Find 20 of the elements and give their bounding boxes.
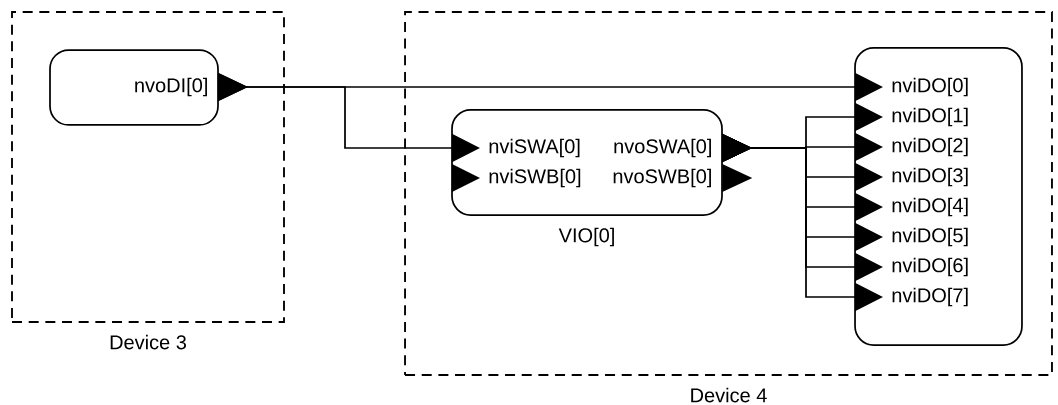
input-port: nviDO[4] <box>892 197 968 217</box>
input-port: nviDO[0] <box>892 77 968 97</box>
function-block <box>49 49 219 126</box>
node-label: Device 3 <box>110 334 186 350</box>
input-port: nviDO[2] <box>892 137 968 157</box>
node-label: nviSWB[0] <box>489 168 581 188</box>
input-port: nviDO[5] <box>892 227 968 247</box>
output-port: nvoSWB[0] <box>613 168 711 188</box>
input-port: nviSWA[0] <box>489 138 580 158</box>
input-port: nviDO[1] <box>892 107 968 127</box>
input-port: nviDO[3] <box>892 167 968 187</box>
output-port: nvoSWA[0] <box>614 138 711 158</box>
port-triangle <box>722 164 753 192</box>
output-port: nvoDI[0] <box>135 77 207 97</box>
input-port: nviDO[6] <box>892 257 968 277</box>
input-port: nviDO[7] <box>892 287 968 307</box>
function-block <box>854 47 1023 346</box>
node-label: VIO[0] <box>558 227 614 247</box>
node-label: Device 4 <box>691 387 767 403</box>
input-port: nviSWB[0] <box>452 164 581 192</box>
